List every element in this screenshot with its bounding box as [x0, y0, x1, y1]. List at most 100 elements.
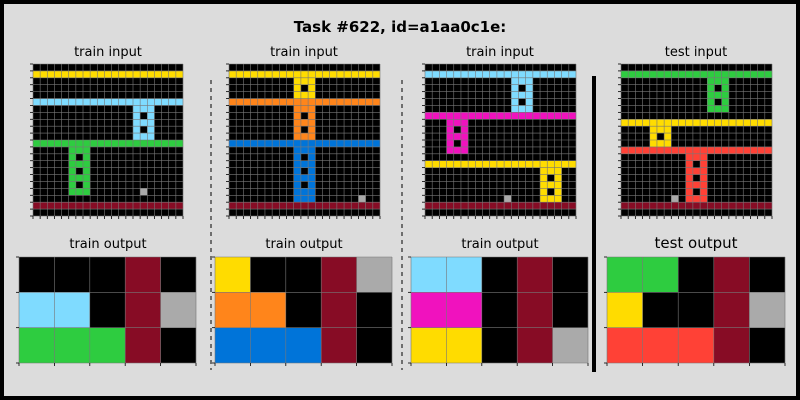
- grid-cell: [460, 153, 469, 161]
- grid-cell: [175, 195, 184, 203]
- grid-cell: [561, 105, 569, 113]
- grid-cell: [293, 188, 301, 196]
- grid-cell: [468, 181, 476, 189]
- grid-cell: [649, 153, 657, 161]
- grid-cell: [678, 133, 686, 141]
- grid-cell: [656, 91, 665, 99]
- grid-cell: [308, 188, 316, 196]
- grid-cell: [482, 195, 490, 203]
- grid-cell: [664, 84, 672, 92]
- grid-cell: [90, 160, 98, 168]
- grid-cell: [568, 202, 577, 210]
- grid-cell: [358, 153, 366, 161]
- grid-cell: [118, 202, 126, 210]
- grid-cell: [351, 105, 359, 113]
- grid-cell: [750, 91, 758, 99]
- grid-cell: [547, 133, 555, 141]
- grid-cell: [475, 84, 483, 92]
- grid-cell: [168, 146, 176, 154]
- grid-cell: [336, 77, 345, 85]
- grid-cell: [439, 195, 447, 203]
- grid-cell: [286, 105, 294, 113]
- grid-cell: [649, 77, 657, 85]
- grid-cell: [446, 70, 454, 78]
- grid-cell: [133, 112, 141, 120]
- grid-cell: [104, 105, 112, 113]
- grid-cell: [344, 195, 352, 203]
- grid-cell: [496, 126, 505, 134]
- grid-cell: [351, 153, 359, 161]
- grid-cell: [322, 77, 330, 85]
- grid-cell: [568, 91, 577, 99]
- grid-cell: [425, 160, 433, 168]
- grid-cell: [568, 153, 577, 161]
- grid-cell: [118, 84, 126, 92]
- grid-cell: [329, 195, 337, 203]
- grid-cell: [372, 119, 381, 127]
- grid-cell: [90, 181, 98, 189]
- grid-cell: [68, 70, 76, 78]
- grid-cell: [83, 174, 91, 182]
- grid-cell: [496, 98, 505, 106]
- grid-cell: [293, 126, 301, 134]
- grid-cell: [561, 174, 569, 182]
- grid-cell: [482, 153, 490, 161]
- grid-cell: [175, 167, 184, 175]
- grid-cell: [161, 188, 169, 196]
- grid-cell: [525, 105, 533, 113]
- grid-cell: [118, 91, 126, 99]
- grid-cell: [133, 105, 141, 113]
- grid-cell: [489, 140, 497, 147]
- grid-cell: [664, 112, 672, 120]
- grid-cell: [700, 84, 708, 92]
- grid-cell: [54, 133, 62, 141]
- grid-cell: [468, 174, 476, 182]
- grid-cell: [372, 77, 381, 85]
- grid-cell: [147, 153, 155, 161]
- grid-cell: [489, 84, 497, 92]
- grid-cell: [649, 98, 657, 106]
- grid-cell: [365, 188, 373, 196]
- grid-cell: [685, 112, 693, 120]
- grid-cell: [568, 64, 577, 71]
- grid-cell: [504, 98, 512, 106]
- grid-cell: [700, 146, 708, 154]
- grid-cell: [714, 98, 722, 106]
- grid-cell: [308, 133, 316, 141]
- grid-cell: [111, 77, 119, 85]
- grid-cell: [161, 153, 169, 161]
- grid-cell: [358, 84, 366, 92]
- grid-cell: [272, 140, 280, 147]
- grid-cell: [621, 174, 629, 182]
- grid-cell: [293, 160, 301, 168]
- grid-cell: [692, 126, 701, 134]
- grid-cell: [111, 153, 119, 161]
- grid-cell: [236, 105, 244, 113]
- grid-cell: [175, 84, 184, 92]
- grid-cell: [315, 160, 323, 168]
- grid-cell: [475, 70, 483, 78]
- grid-cell: [671, 84, 679, 92]
- grid-cell: [54, 188, 62, 196]
- grid-cell: [460, 167, 469, 175]
- grid-cell: [97, 91, 105, 99]
- grid-cell: [90, 91, 98, 99]
- grid-cell: [351, 84, 359, 92]
- grid-cell: [365, 181, 373, 189]
- grid-cell: [315, 91, 323, 99]
- grid-cell: [154, 98, 162, 106]
- grid-cell: [322, 181, 330, 189]
- grid-cell: [372, 105, 381, 113]
- grid-cell: [90, 70, 98, 78]
- grid-cell: [642, 133, 650, 141]
- grid-cell: [243, 209, 251, 217]
- grid-cell: [140, 160, 148, 168]
- grid-cell: [68, 133, 76, 141]
- grid-cell: [635, 77, 643, 85]
- grid-cell: [764, 119, 773, 127]
- grid-cell: [300, 70, 309, 78]
- grid-cell: [336, 146, 345, 154]
- grid-cell: [518, 146, 526, 154]
- grid-cell: [728, 77, 737, 85]
- grid-cell: [168, 112, 176, 120]
